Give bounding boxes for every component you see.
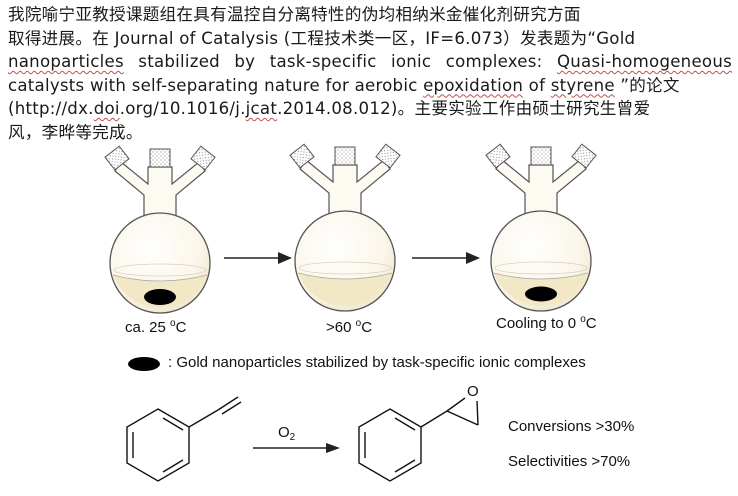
word-nanoparticles: nanoparticles <box>8 52 124 71</box>
word-task-specific: task-specific <box>269 52 377 71</box>
catalyst-precipitate <box>144 289 176 305</box>
flask-room-temperature <box>104 145 216 314</box>
line4-part-a: catalysts with self-separating nature fo… <box>8 75 424 95</box>
label-cooled: Cooling to 0 oC <box>496 314 597 332</box>
word-doi: doi <box>93 99 120 118</box>
label-room-temperature: ca. 25 oC <box>125 318 187 336</box>
line4-part-e: ”的论文 <box>614 75 680 95</box>
legend-text: : Gold nanoparticles stabilized by task-… <box>168 354 586 371</box>
arrow-heating <box>224 252 292 264</box>
line4-part-c: of <box>523 75 551 95</box>
styrene-structure <box>126 396 242 482</box>
word-complexes: complexes: <box>445 52 543 71</box>
arrow-cooling <box>412 252 480 264</box>
oxidant-label: O2 <box>278 424 296 443</box>
text-line-4: catalysts with self-separating nature fo… <box>8 74 732 98</box>
label-heated: >60 oC <box>326 318 373 336</box>
text-line-2: 取得进展。在 Journal of Catalysis (工程技术类一区，IF=… <box>8 28 636 48</box>
legend-swatch <box>128 357 160 371</box>
word-quasi-homogeneous: Quasi-homogeneous <box>556 52 732 71</box>
news-paragraph: 我院喻宁亚教授课题组在具有温控自分离特性的伪均相纳米金催化剂研究方面 取得进展。… <box>8 3 732 144</box>
catalyst-recovered <box>525 286 557 302</box>
word-styrene: styrene <box>550 75 615 95</box>
word-jcat: jcat <box>245 99 278 118</box>
text-line-3: nanoparticles stabilized by task-specifi… <box>8 50 732 74</box>
line5-part-e: .2014.08.012)。主要实验工作由硕士研究生曾爱 <box>277 99 651 118</box>
word-stabilized: stabilized <box>138 52 220 71</box>
word-epoxidation: epoxidation <box>423 75 524 95</box>
text-line-6: 风，李晔等完成。 <box>8 122 143 142</box>
word-by: by <box>234 52 256 71</box>
styrene-oxide-structure <box>358 397 479 482</box>
line5-part-a: (http://dx. <box>8 99 94 118</box>
line5-part-c: .org/10.1016/j. <box>119 99 246 118</box>
conversions-text: Conversions >30% <box>508 418 635 435</box>
flask-cooled <box>485 143 597 312</box>
text-line-1: 我院喻宁亚教授课题组在具有温控自分离特性的伪均相纳米金催化剂研究方面 <box>8 5 581 24</box>
flask-heated <box>289 143 401 312</box>
selectivities-text: Selectivities >70% <box>508 453 631 470</box>
text-line-5: (http://dx.doi.org/10.1016/j.jcat.2014.0… <box>8 97 732 121</box>
word-ionic: ionic <box>391 52 432 71</box>
epoxide-oxygen: O <box>467 383 479 400</box>
oxidation-arrow <box>253 443 340 453</box>
